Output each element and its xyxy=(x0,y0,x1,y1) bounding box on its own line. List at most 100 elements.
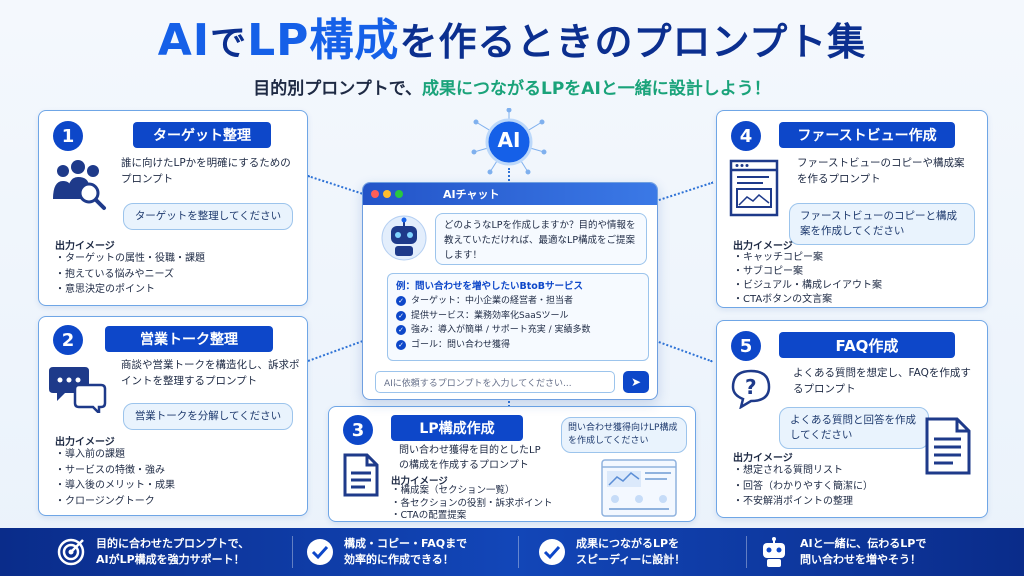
list-item: 構成案（セクション一覧） xyxy=(391,485,553,498)
target-icon xyxy=(57,538,85,566)
card-label: LP構成作成 xyxy=(391,415,523,441)
check-circle-icon xyxy=(307,539,333,565)
feature-banner: 目的に合わせたプロンプトで、AIがLP構成を強力サポート！ 構成・コピー・FAQ… xyxy=(0,528,1024,576)
output-list: 想定される質問リスト 回答（わかりやすく簡潔に） 不安解消ポイントの整理 xyxy=(733,463,873,510)
card-label: ファーストビュー作成 xyxy=(779,122,955,148)
prompt-bubble: よくある質問と回答を作成してください xyxy=(779,407,929,449)
output-title: 出力イメージ xyxy=(55,241,115,252)
output-list: キャッチコピー案 サブコピー案 ビジュアル・構成レイアウト案 CTAボタンの文言… xyxy=(733,251,882,307)
card-label: 営業トーク整理 xyxy=(105,326,273,352)
chat-message: どのようなLPを作成しますか？目的や情報を教えていただければ、最適なLP構成をご… xyxy=(435,213,647,265)
list-item: 不安解消ポイントの整理 xyxy=(733,494,873,510)
card-description: ファーストビューのコピーや構成案を作るプロンプト xyxy=(797,157,965,185)
output-title: 出力イメージ xyxy=(733,241,793,252)
feature-item-1: 目的に合わせたプロンプトで、AIがLP構成を強力サポート！ xyxy=(56,528,249,576)
list-item: ビジュアル・構成レイアウト案 xyxy=(733,279,882,293)
card-description: 問い合わせ獲得を目的としたLPの構成を作成するプロンプト xyxy=(399,445,541,471)
list-item: キャッチコピー案 xyxy=(733,251,882,265)
list-item: 各セクションの役割・訴求ポイント xyxy=(391,498,553,511)
list-item: ✓ゴール：問い合わせ獲得 xyxy=(396,338,640,353)
output-list: 導入前の課題 サービスの特徴・強み 導入後のメリット・成果 クロージングトーク xyxy=(55,447,175,509)
window-dot-red[interactable] xyxy=(371,190,379,198)
list-item: CTAの配置提案 xyxy=(391,510,553,523)
card-target: 1 ターゲット整理 誰に向けたLPかを明確にするためのプロンプト ターゲットを整… xyxy=(38,110,308,306)
connector-3 xyxy=(508,398,510,410)
window-dot-green[interactable] xyxy=(395,190,403,198)
card-faq: 5 FAQ作成 ? よくある質問を想定し、FAQを作成するプロンプト よくある質… xyxy=(716,320,988,518)
output-title: 出力イメージ xyxy=(391,476,448,487)
connector-2 xyxy=(307,340,363,362)
list-item: 回答（わかりやすく簡潔に） xyxy=(733,479,873,495)
list-item: ✓ターゲット：中小企業の経営者・担当者 xyxy=(396,294,640,309)
connector-ai xyxy=(508,168,510,184)
ai-network-icon xyxy=(471,107,547,175)
question-bubble-icon: ? xyxy=(731,369,771,409)
check-icon: ✓ xyxy=(396,310,406,321)
example-title: 例：問い合わせを増やしたいBtoBサービス xyxy=(396,281,584,292)
list-item: 導入後のメリット・成果 xyxy=(55,478,175,494)
list-item: クロージングトーク xyxy=(55,494,175,510)
divider xyxy=(746,536,747,568)
list-item: 想定される質問リスト xyxy=(733,463,873,479)
list-item: 抱えている悩みやニーズ xyxy=(55,267,205,283)
output-title: 出力イメージ xyxy=(55,437,115,448)
prompt-bubble: 営業トークを分解してください xyxy=(123,403,293,430)
svg-text:?: ? xyxy=(745,375,757,399)
connector-5 xyxy=(655,340,713,363)
feature-item-4: AIと一緒に、伝わるLPで問い合わせを増やそう！ xyxy=(758,528,926,576)
ai-chat-window: AIチャット どのようなLPを作成しますか？目的や情報を教えていただければ、最適… xyxy=(362,182,658,400)
output-list: ターゲットの属性・役職・課題 抱えている悩みやニーズ 意思決定のポイント xyxy=(55,251,205,298)
card-number: 3 xyxy=(343,415,373,445)
card-label: ターゲット整理 xyxy=(133,122,271,148)
list-item: CTAボタンの文言案 xyxy=(733,293,882,307)
send-button[interactable]: ➤ xyxy=(623,371,649,393)
list-item: 意思決定のポイント xyxy=(55,282,205,298)
divider xyxy=(292,536,293,568)
check-icon: ✓ xyxy=(396,296,406,307)
prompt-bubble: ファーストビューのコピーと構成案を作成してください xyxy=(789,203,975,245)
prompt-input[interactable]: AIに依頼するプロンプトを入力してください... xyxy=(375,371,615,393)
connector-1 xyxy=(307,175,366,196)
card-number: 4 xyxy=(731,121,761,151)
document-list-icon xyxy=(925,417,971,475)
speech-bubbles-icon xyxy=(49,367,107,413)
card-sales-talk: 2 営業トーク整理 商談や営業トークを構造化し、訴求ポイントを整理するプロンプト… xyxy=(38,316,308,516)
list-item: サブコピー案 xyxy=(733,265,882,279)
card-number: 5 xyxy=(731,331,761,361)
document-icon xyxy=(343,453,379,497)
list-item: 導入前の課題 xyxy=(55,447,175,463)
window-dot-yellow[interactable] xyxy=(383,190,391,198)
chat-example: 例：問い合わせを増やしたいBtoBサービス ✓ターゲット：中小企業の経営者・担当… xyxy=(387,273,649,361)
chat-header: AIチャット xyxy=(363,183,657,205)
robot-icon xyxy=(381,215,427,261)
list-item: ✓強み：導入が簡単 / サポート充実 / 実績多数 xyxy=(396,323,640,338)
feature-item-2: 構成・コピー・FAQまで効率的に作成できる！ xyxy=(306,528,467,576)
feature-item-3: 成果につながるLPをスピーディーに設計！ xyxy=(538,528,685,576)
card-description: よくある質問を想定し、FAQを作成するプロンプト xyxy=(793,367,971,395)
ai-badge: AI xyxy=(470,107,548,176)
connector-4 xyxy=(655,181,714,202)
check-icon: ✓ xyxy=(396,325,406,336)
people-search-icon xyxy=(53,160,106,210)
card-lp-structure: 3 LP構成作成 問い合わせ獲得を目的としたLPの構成を作成するプロンプト 問い… xyxy=(328,406,696,522)
card-first-view: 4 ファーストビュー作成 ファーストビューのコピーや構成案を作るプロンプト ファ… xyxy=(716,110,988,308)
page-title: AIでLP構成を作るときのプロンプト集 xyxy=(157,15,867,66)
prompt-bubble: 問い合わせ獲得向けLP構成を作成してください xyxy=(561,417,687,453)
chat-title: AIチャット xyxy=(443,188,500,201)
list-item: ターゲットの属性・役職・課題 xyxy=(55,251,205,267)
check-circle-icon xyxy=(539,539,565,565)
check-icon: ✓ xyxy=(396,339,406,350)
output-title: 出力イメージ xyxy=(733,453,793,464)
card-description: 誰に向けたLPかを明確にするためのプロンプト xyxy=(121,157,291,185)
send-icon: ➤ xyxy=(630,375,642,389)
card-number: 2 xyxy=(53,325,83,355)
card-description: 商談や営業トークを構造化し、訴求ポイントを整理するプロンプト xyxy=(121,359,300,387)
card-number: 1 xyxy=(53,121,83,151)
robot-icon xyxy=(763,537,785,567)
browser-window-icon xyxy=(729,159,779,217)
card-label: FAQ作成 xyxy=(779,332,955,358)
list-item: ✓提供サービス：業務効率化SaaSツール xyxy=(396,309,640,324)
lp-wireframe-icon xyxy=(601,459,677,517)
output-list: 構成案（セクション一覧） 各セクションの役割・訴求ポイント CTAの配置提案 xyxy=(391,485,553,523)
page-subtitle: 目的別プロンプトで、成果につながるLPをAIと一緒に設計しよう！ xyxy=(253,79,771,99)
